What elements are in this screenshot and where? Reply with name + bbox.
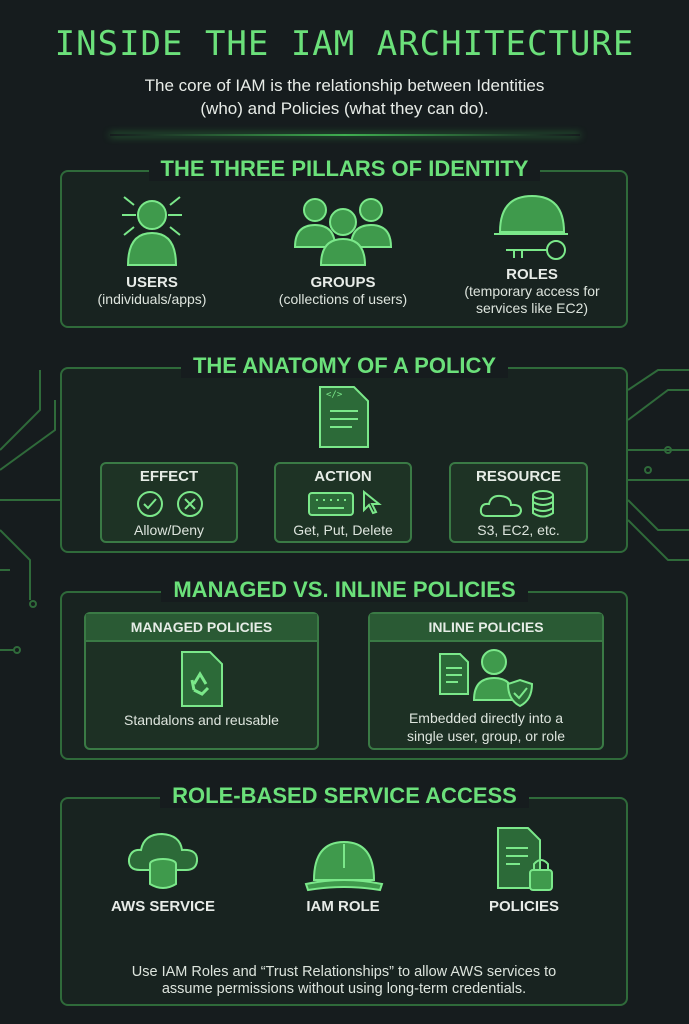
page-title: INSIDE THE IAM ARCHITECTURE bbox=[54, 24, 635, 64]
action-card: ACTION Get, Put, Delete bbox=[274, 462, 412, 543]
iam-role-hardhat-icon bbox=[304, 840, 384, 892]
role-access-heading: ROLE-BASED SERVICE ACCESS bbox=[0, 783, 689, 809]
keyboard-icon bbox=[308, 492, 354, 516]
pillars-heading: THE THREE PILLARS OF IDENTITY bbox=[0, 156, 689, 182]
inline-policies-panel: INLINE POLICIES Embedded directly into a… bbox=[368, 612, 604, 750]
policies-document-lock-icon bbox=[497, 827, 553, 891]
circuit-left-decoration bbox=[0, 370, 60, 654]
groups-icon bbox=[293, 198, 393, 266]
aws-service-cloud-db-icon bbox=[127, 832, 199, 889]
policy-document-icon bbox=[319, 386, 369, 448]
effect-card: EFFECT Allow/Deny bbox=[100, 462, 238, 543]
users-icon bbox=[122, 196, 182, 266]
subtitle: The core of IAM is the relationship betw… bbox=[144, 76, 545, 118]
pillar-users: USERS(individuals/apps) bbox=[97, 274, 207, 307]
deny-x-icon bbox=[177, 491, 203, 517]
pillar-groups: GROUPS(collections of users) bbox=[278, 274, 408, 307]
resource-card: RESOURCE S3, EC2, etc. bbox=[449, 462, 588, 543]
iam-role-label: IAM ROLE bbox=[306, 898, 380, 915]
recycle-document-icon bbox=[181, 651, 223, 707]
code-tag: </> bbox=[326, 390, 343, 400]
policies-label: POLICIES bbox=[488, 898, 559, 915]
aws-service-label: AWS SERVICE bbox=[111, 898, 215, 915]
managed-inline-heading: MANAGED VS. INLINE POLICIES bbox=[0, 577, 689, 603]
roles-hardhat-key-icon bbox=[494, 194, 568, 260]
database-icon bbox=[532, 490, 554, 518]
document-user-shield-icon bbox=[439, 649, 534, 708]
managed-policies-panel: MANAGED POLICIES Standalons and reusable bbox=[84, 612, 319, 750]
policy-heading: THE ANATOMY OF A POLICY bbox=[0, 353, 689, 379]
role-access-footer: Use IAM Roles and “Trust Relationships” … bbox=[131, 964, 557, 997]
allow-check-icon bbox=[137, 491, 163, 517]
role-access-section bbox=[60, 797, 628, 1006]
circuit-right-decoration bbox=[627, 369, 689, 561]
divider bbox=[110, 134, 580, 136]
cloud-icon bbox=[479, 494, 523, 517]
cursor-icon bbox=[363, 489, 382, 515]
